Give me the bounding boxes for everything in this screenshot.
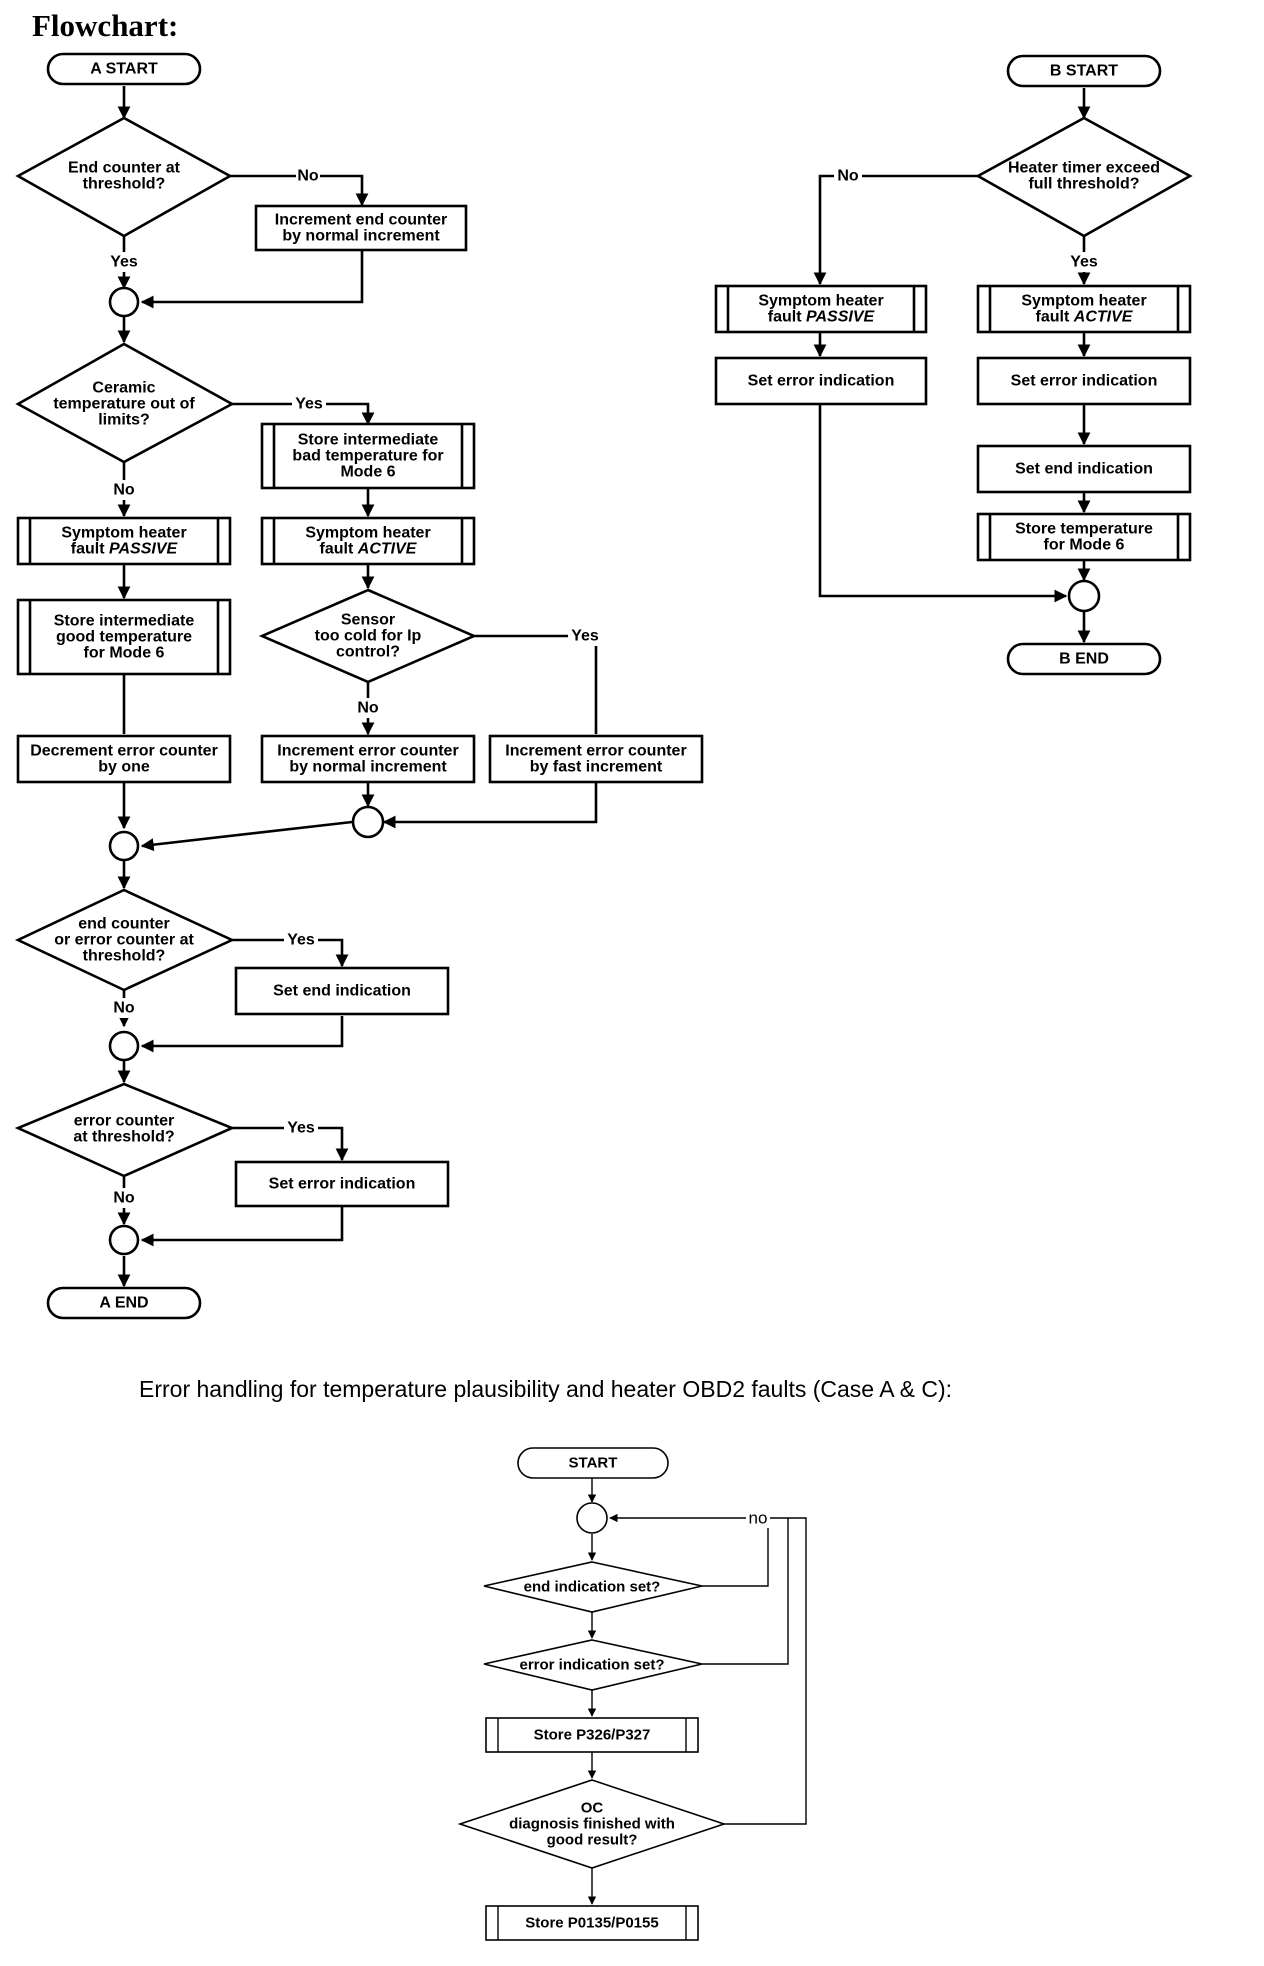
a2-yes-label: Yes bbox=[295, 396, 323, 413]
c-store-p326-label: Store P326/P327 bbox=[534, 1727, 651, 1744]
a2-no-label: No bbox=[113, 482, 135, 499]
flow-c-connectors bbox=[587, 1478, 807, 1905]
b-symptom-active-box bbox=[976, 284, 1192, 334]
a-store-bad-temp-box bbox=[260, 422, 476, 490]
a5-no-label: No bbox=[113, 1190, 135, 1207]
a-end-or-error-decision bbox=[14, 888, 236, 992]
b-end-terminal bbox=[1006, 642, 1162, 676]
b-symptom-passive-box bbox=[714, 284, 928, 334]
flow-b-edge-labels: No Yes bbox=[834, 166, 1100, 272]
a-start-label: A START bbox=[90, 61, 158, 78]
c-store-p0135-label: Store P0135/P0155 bbox=[525, 1915, 658, 1932]
b-set-error-left-label: Set error indication bbox=[748, 373, 895, 390]
section-caption: Error handling for temperature plausibil… bbox=[139, 1376, 952, 1402]
b-set-end-indication-box bbox=[976, 444, 1192, 494]
c-end-indication-decision bbox=[483, 1561, 703, 1613]
b-start-label: B START bbox=[1050, 63, 1118, 80]
a4-yes-label: Yes bbox=[287, 932, 315, 949]
c-oc-decision bbox=[457, 1779, 727, 1869]
a-sensor-cold-decision bbox=[258, 588, 478, 684]
flow-c-edge-labels: no bbox=[746, 1508, 770, 1528]
a-junction-3 bbox=[108, 830, 140, 862]
a3-yes-label: Yes bbox=[571, 628, 599, 645]
flow-a-connectors bbox=[117, 86, 598, 1288]
a-set-end-indication-box bbox=[234, 966, 450, 1016]
b-set-end-indication-label: Set end indication bbox=[1015, 461, 1153, 478]
a-symptom-active-box bbox=[260, 516, 476, 566]
a-store-good-temp-box bbox=[16, 598, 232, 676]
a-symptom-passive-box bbox=[16, 516, 232, 566]
b-end-label: B END bbox=[1059, 651, 1109, 668]
c-store-p326-box bbox=[485, 1717, 699, 1753]
a-inc-end-counter-box bbox=[254, 204, 468, 252]
b-set-error-right-label: Set error indication bbox=[1011, 373, 1158, 390]
a1-yes-label: Yes bbox=[110, 254, 138, 271]
a-end-label: A END bbox=[99, 1295, 148, 1312]
flow-c: START end indication set? error indicati… bbox=[457, 1447, 727, 1941]
b1-no-label: No bbox=[837, 168, 859, 185]
a-ceramic-decision bbox=[15, 342, 235, 464]
a-set-error-indication-label: Set error indication bbox=[269, 1176, 416, 1193]
b-set-error-left-box bbox=[714, 356, 928, 406]
a-end-counter-decision bbox=[15, 116, 233, 238]
c-junction bbox=[576, 1502, 608, 1534]
c-error-indication-decision bbox=[483, 1639, 703, 1691]
a-error-counter-decision bbox=[14, 1082, 236, 1178]
a-inc-error-normal-box bbox=[260, 734, 476, 784]
a-set-end-indication-label: Set end indication bbox=[273, 983, 411, 1000]
a5-yes-label: Yes bbox=[287, 1120, 315, 1137]
c-end-indication-label: end indication set? bbox=[524, 1579, 661, 1596]
a-start-terminal bbox=[46, 52, 202, 86]
a3-no-label: No bbox=[357, 700, 379, 717]
a1-no-label: No bbox=[297, 168, 319, 185]
b-store-temp-box bbox=[976, 512, 1192, 562]
b1-yes-label: Yes bbox=[1070, 254, 1098, 271]
b-junction bbox=[1067, 579, 1101, 613]
c-start-terminal bbox=[517, 1447, 669, 1479]
b-heater-timer-decision bbox=[975, 116, 1193, 238]
page-heading: Flowchart: bbox=[32, 8, 178, 43]
a-junction-4 bbox=[108, 1030, 140, 1062]
c-start-label: START bbox=[569, 1455, 618, 1472]
b-set-error-right-box bbox=[976, 356, 1192, 406]
a-set-error-indication-box bbox=[234, 1160, 450, 1208]
a-junction-5 bbox=[108, 1224, 140, 1256]
c-store-p0135-box bbox=[485, 1905, 699, 1941]
c-error-indication-label: error indication set? bbox=[519, 1657, 664, 1674]
flow-a-edge-labels: No Yes Yes No Yes No Yes No Yes No bbox=[108, 166, 602, 1208]
a-dec-error-counter-box bbox=[16, 734, 232, 784]
a-end-terminal bbox=[46, 1286, 202, 1320]
c-no-label: no bbox=[749, 1509, 768, 1528]
a-junction-2 bbox=[351, 805, 385, 839]
a4-no-label: No bbox=[113, 1000, 135, 1017]
a-junction-1 bbox=[108, 286, 140, 318]
a-inc-error-fast-box bbox=[488, 734, 704, 784]
b-start-terminal bbox=[1006, 54, 1162, 88]
